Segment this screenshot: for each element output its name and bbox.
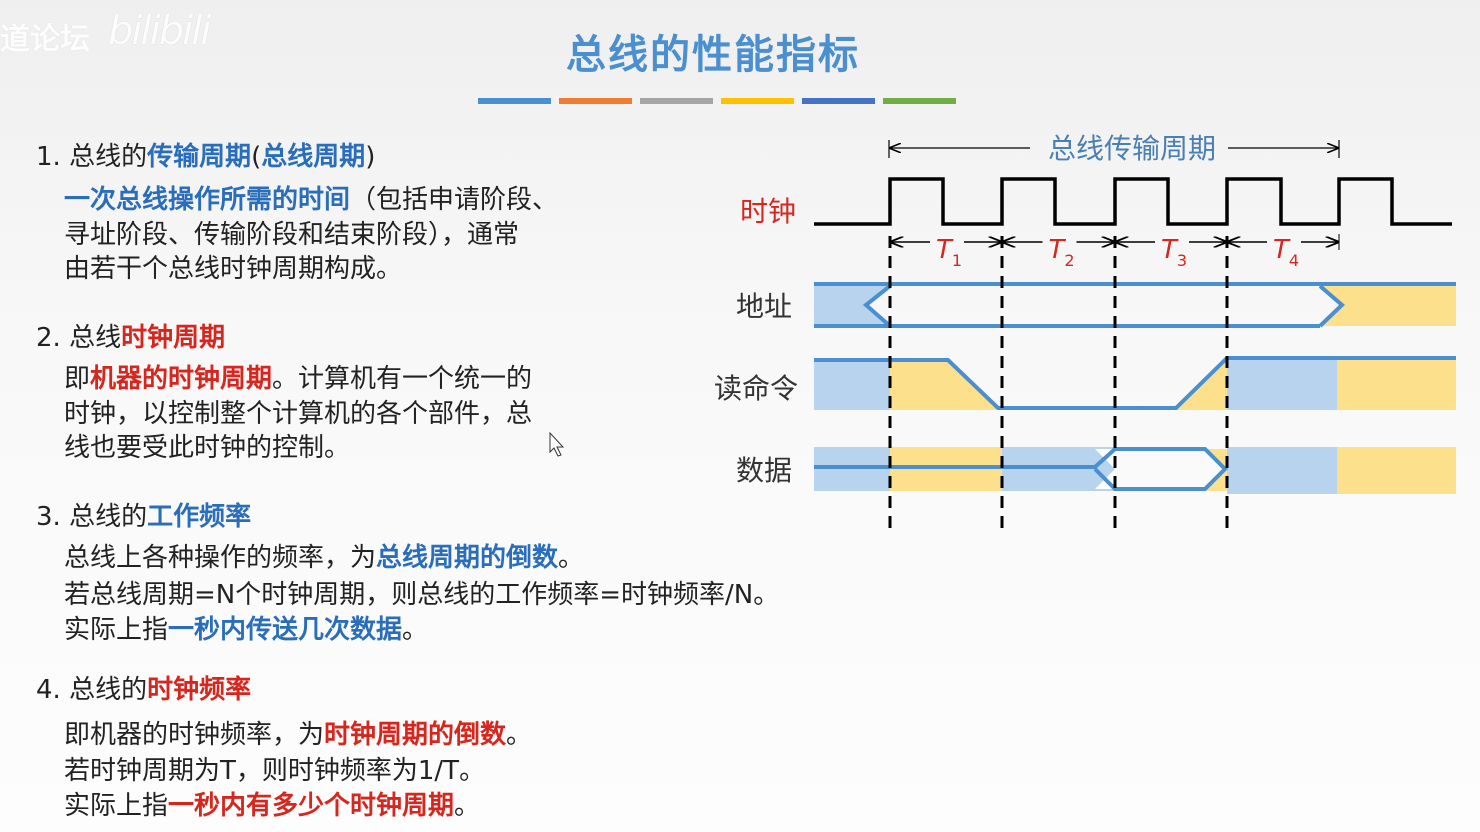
page-title: 总线的性能指标 bbox=[566, 32, 860, 78]
text-segment: 2. 总线 bbox=[36, 323, 122, 353]
highlight-text: 机器的时钟周期 bbox=[90, 364, 273, 394]
text-segment: 3. 总线的 bbox=[36, 502, 148, 532]
highlight-text: 一次总线操作所需的时间 bbox=[64, 185, 351, 215]
text-segment: 即 bbox=[64, 364, 91, 394]
accent-bar bbox=[640, 98, 713, 104]
body-line: 时钟，以控制整个计算机的各个部件，总 bbox=[64, 398, 532, 430]
text-segment: 即机器的时钟频率，为 bbox=[64, 720, 325, 750]
accent-bar bbox=[802, 98, 875, 104]
accent-bar bbox=[721, 98, 794, 104]
highlight-text: 工作频率 bbox=[147, 502, 252, 532]
text-segment: 。 bbox=[402, 615, 429, 645]
text-segment: 。 bbox=[558, 543, 585, 573]
body-line: 实际上指一秒内有多少个时钟周期。 bbox=[64, 790, 480, 822]
bus-cycle-span: 总线传输周期 bbox=[888, 132, 1340, 165]
address-signal bbox=[814, 282, 1456, 328]
body-line: 实际上指一秒内传送几次数据。 bbox=[64, 614, 428, 646]
text-segment: 线也要受此时钟的控制。 bbox=[64, 433, 351, 463]
body-line: 由若干个总线时钟周期构成。 bbox=[64, 253, 402, 285]
read-command-signal bbox=[814, 356, 1456, 410]
body-line: 寻址阶段、传输阶段和结束阶段），通常 bbox=[64, 219, 519, 251]
text-segment: 若总线周期=N个时钟周期，则总线的工作频率=时钟频率/N。 bbox=[64, 580, 780, 610]
text-segment: ( bbox=[251, 142, 262, 172]
text-segment: 寻址阶段、传输阶段和结束阶段），通常 bbox=[64, 220, 520, 250]
text-segment: 。计算机有一个统一的 bbox=[272, 364, 533, 394]
mouse-cursor-icon bbox=[549, 431, 565, 457]
text-segment: ) bbox=[365, 142, 376, 172]
text-segment: （包括申请阶段、 bbox=[350, 185, 559, 215]
body-line: 线也要受此时钟的控制。 bbox=[64, 432, 350, 464]
accent-bar bbox=[883, 98, 956, 104]
section-heading: 3. 总线的工作频率 bbox=[36, 501, 251, 533]
highlight-text: 一秒内有多少个时钟周期 bbox=[168, 791, 455, 821]
text-segment: 由若干个总线时钟周期构成。 bbox=[64, 254, 403, 284]
watermark-text: 道论坛 bbox=[0, 22, 90, 57]
data-signal bbox=[814, 447, 1456, 494]
body-line: 若总线周期=N个时钟周期，则总线的工作频率=时钟频率/N。 bbox=[64, 579, 779, 611]
body-line: 即机器的时钟周期。计算机有一个统一的 bbox=[64, 363, 532, 395]
text-segment: 若时钟周期为T，则时钟频率为1/T。 bbox=[64, 756, 486, 786]
body-line: 总线上各种操作的频率，为总线周期的倒数。 bbox=[64, 542, 584, 574]
highlight-text: 时钟周期的倒数 bbox=[324, 720, 507, 750]
highlight-text: 时钟频率 bbox=[147, 675, 252, 705]
clock-waveform bbox=[814, 177, 1452, 226]
period-label: T3 bbox=[1161, 235, 1187, 270]
body-line: 一次总线操作所需的时间（包括申请阶段、 bbox=[64, 184, 558, 216]
text-segment: 4. 总线的 bbox=[36, 675, 148, 705]
highlight-text: 总线周期 bbox=[261, 142, 366, 172]
read-command-label: 读命令 bbox=[714, 372, 798, 405]
accent-bar bbox=[559, 98, 632, 104]
text-segment: 实际上指 bbox=[64, 615, 169, 645]
highlight-text: 一秒内传送几次数据 bbox=[168, 615, 403, 645]
section-heading: 2. 总线时钟周期 bbox=[36, 322, 225, 354]
data-label: 数据 bbox=[736, 454, 792, 487]
accent-bars bbox=[478, 98, 956, 104]
clock-label: 时钟 bbox=[740, 195, 796, 228]
cycle-boundaries bbox=[888, 236, 1229, 530]
text-segment: 1. 总线的 bbox=[36, 142, 148, 172]
highlight-text: 总线周期的倒数 bbox=[376, 543, 559, 573]
text-segment: 总线上各种操作的频率，为 bbox=[64, 543, 377, 573]
body-line: 若时钟周期为T，则时钟频率为1/T。 bbox=[64, 755, 485, 787]
address-label: 地址 bbox=[736, 290, 792, 323]
period-label: T2 bbox=[1049, 235, 1075, 270]
highlight-text: 时钟周期 bbox=[121, 323, 226, 353]
bus-cycle-label: 总线传输周期 bbox=[1048, 132, 1216, 165]
text-segment: 时钟，以控制整个计算机的各个部件，总 bbox=[64, 399, 533, 429]
section-heading: 1. 总线的传输周期(总线周期) bbox=[36, 141, 375, 173]
text-segment: 。 bbox=[454, 791, 481, 821]
bilibili-logo: bilibili bbox=[108, 8, 211, 54]
section-heading: 4. 总线的时钟频率 bbox=[36, 674, 251, 706]
highlight-text: 传输周期 bbox=[147, 142, 252, 172]
accent-bar bbox=[478, 98, 551, 104]
text-segment: 。 bbox=[506, 720, 533, 750]
text-segment: 实际上指 bbox=[64, 791, 169, 821]
period-label: T1 bbox=[936, 235, 962, 270]
period-label: T4 bbox=[1273, 235, 1299, 270]
body-line: 即机器的时钟频率，为时钟周期的倒数。 bbox=[64, 719, 532, 751]
